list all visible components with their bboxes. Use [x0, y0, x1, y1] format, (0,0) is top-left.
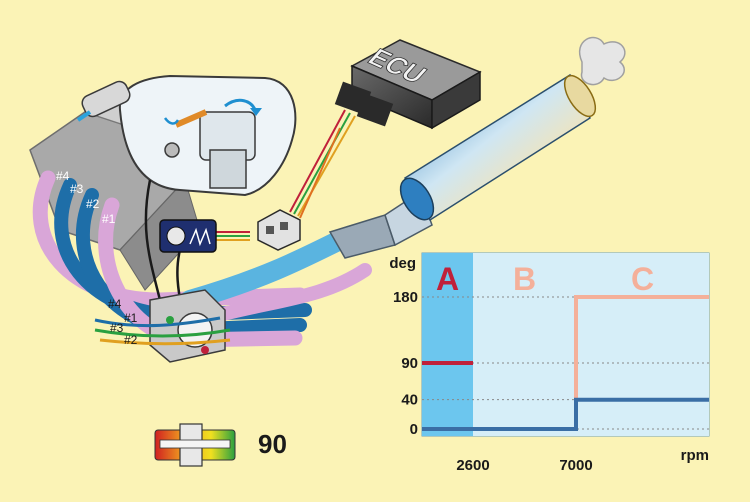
- cylinder-label-1: #1: [102, 212, 116, 226]
- zone-label-a: A: [436, 261, 459, 297]
- series-line-2: [422, 397, 709, 431]
- ecu-module: ECU: [334, 39, 482, 130]
- y-axis-label: deg: [389, 255, 416, 272]
- valve-angle-chart: 180 90 40 0 2600 7000 deg rpm A B C: [389, 252, 710, 474]
- port-label-1: #1: [124, 311, 138, 325]
- x-tick-label: 2600: [456, 457, 489, 474]
- port-label-4: #4: [108, 297, 122, 311]
- chart-zone-c: [576, 253, 709, 436]
- zone-label-c: C: [631, 261, 654, 297]
- cylinder-label-3: #3: [70, 182, 84, 196]
- port-label-2: #2: [124, 333, 138, 347]
- exhaust-valve-body: [94, 289, 231, 363]
- y-tick-label: 40: [401, 392, 418, 409]
- valve-value: 90: [258, 429, 287, 459]
- exhaust-smoke-icon: [579, 36, 626, 86]
- valve-icon: [154, 423, 236, 467]
- chart-zone-b: [473, 253, 576, 436]
- port-labels: #4 #1 #3 #2: [108, 297, 138, 347]
- cylinder-label-4: #4: [56, 169, 70, 183]
- connector: [257, 209, 301, 251]
- x-axis-label: rpm: [681, 447, 709, 464]
- port-label-3: #3: [110, 321, 124, 335]
- x-tick-label: 7000: [559, 457, 592, 474]
- position-sensor: [159, 219, 217, 253]
- y-tick-label: 0: [410, 421, 418, 438]
- y-tick-label: 90: [401, 355, 418, 372]
- cylinder-labels: #4 #3 #2 #1: [56, 169, 116, 226]
- zone-label-b: B: [513, 261, 536, 297]
- y-tick-label: 180: [393, 289, 418, 306]
- muffler: [399, 36, 626, 222]
- chart-zone-a: [422, 253, 473, 436]
- cylinder-label-2: #2: [86, 197, 100, 211]
